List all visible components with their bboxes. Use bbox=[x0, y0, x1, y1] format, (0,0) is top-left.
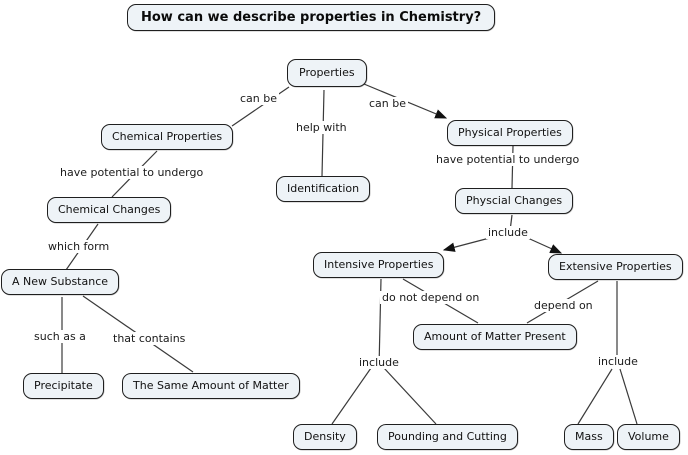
node-precipitate[interactable]: Precipitate bbox=[23, 373, 104, 399]
edge-label-include-center[interactable]: include bbox=[486, 226, 530, 239]
node-the-same-amount-of-matter[interactable]: The Same Amount of Matter bbox=[122, 373, 300, 399]
connector-include-pounding bbox=[383, 367, 437, 425]
edge-label-include-right[interactable]: include bbox=[596, 355, 640, 368]
node-physcial-changes[interactable]: Physcial Changes bbox=[455, 188, 574, 214]
edge-label-which-form[interactable]: which form bbox=[46, 240, 112, 253]
node-volume[interactable]: Volume bbox=[617, 424, 680, 450]
edge-label-include-left[interactable]: include bbox=[357, 356, 401, 369]
edge-label-depend-on[interactable]: depend on bbox=[532, 299, 595, 312]
node-extensive-properties[interactable]: Extensive Properties bbox=[548, 254, 683, 280]
connector-include-mass bbox=[577, 368, 613, 425]
connector-include-volume bbox=[619, 368, 638, 425]
edge-label-can-be-right[interactable]: can be bbox=[367, 97, 409, 110]
connector-properties-chemical bbox=[231, 86, 290, 127]
connector-include-density bbox=[331, 367, 372, 425]
node-chemical-changes[interactable]: Chemical Changes bbox=[47, 197, 172, 223]
node-mass[interactable]: Mass bbox=[564, 424, 614, 450]
node-identification[interactable]: Identification bbox=[276, 176, 371, 202]
edge-label-that-contains[interactable]: that contains bbox=[111, 332, 188, 345]
edge-label-have-potential-to-undergo-right[interactable]: have potential to undergo bbox=[434, 153, 582, 166]
node-density[interactable]: Density bbox=[293, 424, 357, 450]
node-a-new-substance[interactable]: A New Substance bbox=[1, 269, 120, 295]
node-pounding-and-cutting[interactable]: Pounding and Cutting bbox=[377, 424, 518, 450]
edge-label-can-be-left[interactable]: can be bbox=[238, 92, 280, 105]
node-amount-of-matter-present[interactable]: Amount of Matter Present bbox=[413, 324, 577, 350]
node-physical-properties[interactable]: Physical Properties bbox=[447, 120, 573, 146]
edge-label-such-as-a[interactable]: such as a bbox=[32, 330, 88, 343]
diagram-title: How can we describe properties in Chemis… bbox=[127, 4, 496, 31]
node-properties[interactable]: Properties bbox=[287, 59, 367, 87]
node-chemical-properties[interactable]: Chemical Properties bbox=[101, 124, 234, 150]
node-intensive-properties[interactable]: Intensive Properties bbox=[313, 252, 445, 278]
edge-label-have-potential-to-undergo-left[interactable]: have potential to undergo bbox=[58, 166, 206, 179]
edge-label-do-not-depend-on[interactable]: do not depend on bbox=[380, 291, 482, 304]
edge-label-help-with[interactable]: help with bbox=[294, 121, 349, 134]
